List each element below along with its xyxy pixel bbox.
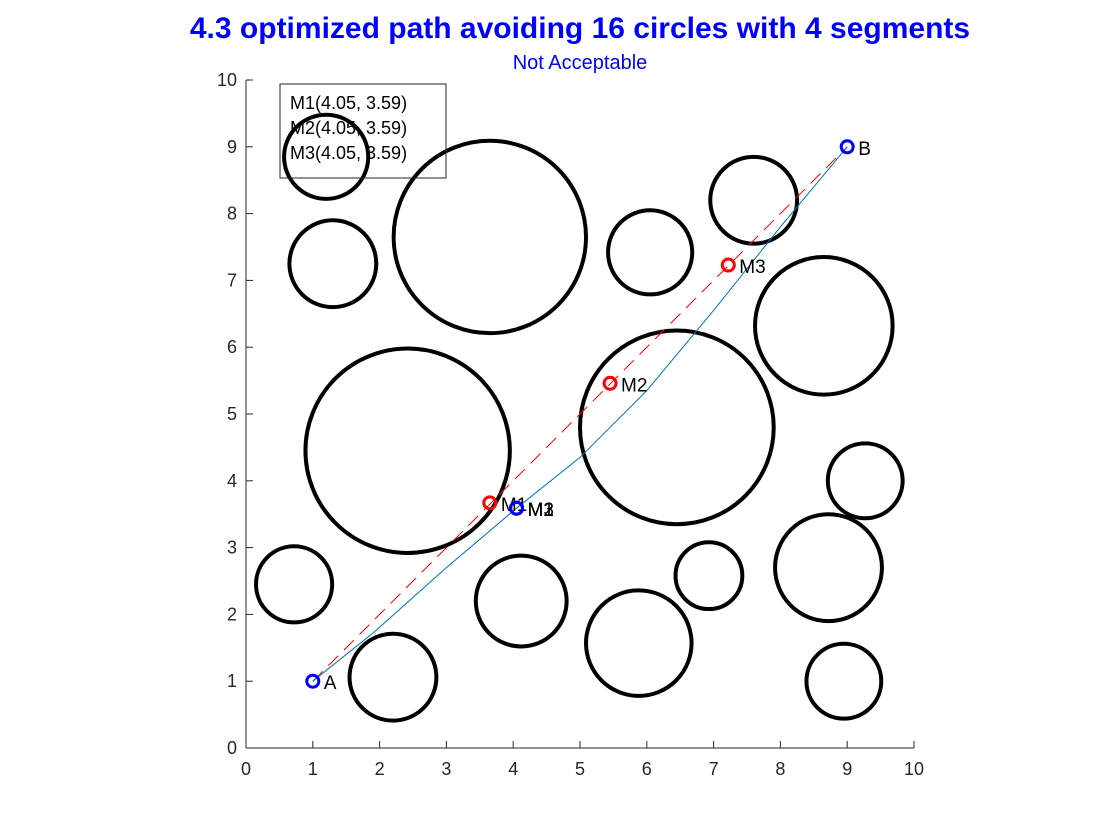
y-tick-label: 10 [217,70,237,90]
y-tick-label: 1 [227,671,237,691]
x-tick-label: 7 [709,759,719,779]
obstacle-circle [303,346,512,555]
obstacle-circle [673,540,745,612]
legend-box [279,83,447,179]
x-tick-label: 3 [441,759,451,779]
waypoint-marker [720,257,736,273]
obstacle-circle [825,441,905,521]
y-tick-label: 4 [227,471,237,491]
y-tick-label: 5 [227,404,237,424]
waypoint-label: M1 [528,500,554,521]
waypoint-marker [482,495,498,511]
x-tick-label: 5 [575,759,585,779]
obstacle-circle [804,641,884,721]
obstacle-circle [606,208,695,297]
obstacle-circle [254,544,335,625]
waypoint-marker [305,673,321,689]
waypoint-marker [602,375,618,391]
y-tick-label: 3 [227,538,237,558]
legend-entry: M3(4.05, 3.59) [290,143,407,163]
x-tick-label: 10 [904,759,924,779]
x-tick-label: 1 [308,759,318,779]
y-tick-label: 2 [227,604,237,624]
waypoint-label: M3 [739,257,765,278]
obstacle-circle [473,553,569,649]
obstacle-circle [391,138,589,336]
optimized-path-line [312,146,848,682]
waypoint-label: M2 [621,375,647,396]
waypoint-label: B [858,139,871,160]
obstacle-circle [287,218,379,310]
x-tick-label: 8 [775,759,785,779]
obstacle-circle [578,328,776,527]
y-tick-label: 9 [227,137,237,157]
waypoint-label: M2 [528,500,554,521]
y-tick-label: 0 [227,738,237,758]
x-tick-label: 4 [508,759,518,779]
obstacle-circle [584,588,694,698]
legend-entry: M2(4.05, 3.59) [290,118,407,138]
obstacle-circle [773,512,884,624]
y-tick-label: 7 [227,270,237,290]
legend-entry: M1(4.05, 3.59) [290,93,407,113]
straight-path-line [312,146,848,682]
obstacle-circle [282,112,371,201]
x-tick-label: 9 [842,759,852,779]
waypoint-marker [839,139,855,155]
waypoint-marker [509,500,525,516]
chart-title: 4.3 optimized path avoiding 16 circles w… [190,12,970,45]
waypoint-label: M3 [528,500,554,521]
y-tick-label: 6 [227,337,237,357]
obstacle-circle [347,631,439,723]
x-tick-label: 0 [241,759,251,779]
x-tick-label: 6 [642,759,652,779]
obstacle-circle [753,255,895,397]
x-tick-label: 2 [375,759,385,779]
y-tick-label: 8 [227,204,237,224]
obstacle-circle [708,154,800,246]
chart-subtitle: Not Acceptable [513,52,648,74]
waypoint-label: A [324,673,337,694]
